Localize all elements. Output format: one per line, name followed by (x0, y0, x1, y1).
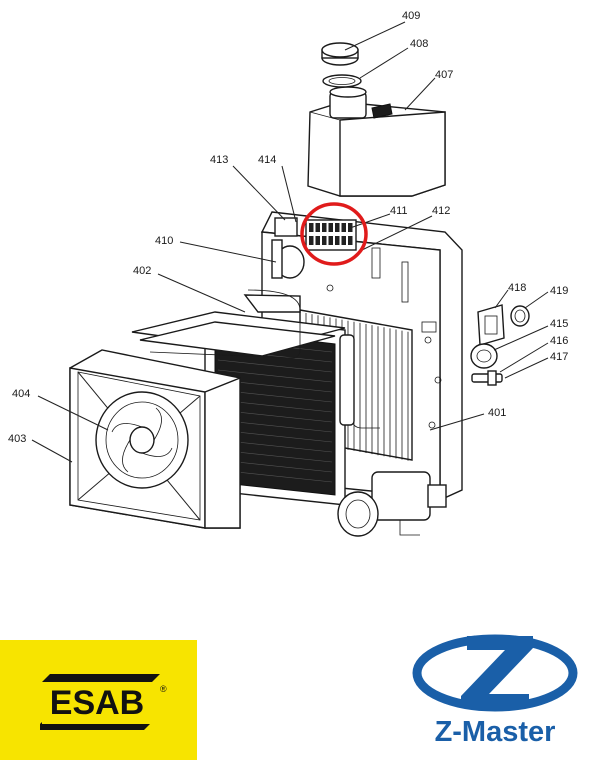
terminal-pin (335, 223, 340, 232)
callout-412: 412 (432, 205, 450, 217)
cover-plate-part (477, 304, 505, 346)
terminal-pin (322, 223, 327, 232)
zmaster-logo: Z-Master (405, 628, 595, 756)
terminal-pin (315, 223, 320, 232)
esab-logo: ESAB ® (0, 640, 197, 760)
callout-404: 404 (12, 388, 30, 400)
callout-417: 417 (550, 351, 568, 363)
callout-403: 403 (8, 433, 26, 445)
terminal-pin (328, 223, 333, 232)
leader-lines (31, 21, 549, 463)
core-fin-line (217, 369, 333, 383)
terminal-pin (341, 223, 346, 232)
esab-stripes-icon (40, 674, 160, 730)
terminal-pin (341, 236, 346, 245)
callout-408: 408 (410, 38, 428, 50)
terminal-pin (348, 236, 353, 245)
registered-mark: ® (160, 684, 167, 694)
callout-419: 419 (550, 285, 568, 297)
callout-402: 402 (133, 265, 151, 277)
core-fin-line (217, 359, 333, 373)
callout-410: 410 (155, 235, 173, 247)
terminal-pin (328, 236, 333, 245)
fan-blade-part (95, 391, 189, 489)
callout-411: 411 (390, 205, 408, 217)
seal-ring-part (322, 74, 362, 88)
terminal-pin (315, 236, 320, 245)
terminal-pin (322, 236, 327, 245)
callout-415: 415 (550, 318, 568, 330)
esab-wordmark: ESAB (42, 682, 152, 724)
callout-409: 409 (402, 10, 420, 22)
terminal-pin (309, 236, 314, 245)
callout-416: 416 (550, 335, 568, 347)
callout-401: 401 (488, 407, 506, 419)
zmaster-wordmark: Z-Master (434, 716, 556, 748)
terminal-pin (309, 223, 314, 232)
callout-414: 414 (258, 154, 276, 166)
filler-cap-part (321, 42, 359, 66)
radiator-frame-part (131, 289, 380, 429)
callout-418: 418 (508, 282, 526, 294)
reservoir-tank-part (307, 86, 446, 197)
terminal-pin (335, 236, 340, 245)
exploded-parts-diagram: 409 408 407 413 414 411 412 410 402 418 … (8, 10, 568, 537)
callout-407: 407 (435, 69, 453, 81)
highlight-circle (300, 202, 368, 266)
pump-motor-part (337, 471, 447, 537)
zmaster-emblem-icon (412, 634, 578, 712)
plug-part (510, 305, 530, 327)
callout-413: 413 (210, 154, 228, 166)
coupling-part (470, 343, 498, 369)
nipple-fitting-part (471, 370, 503, 386)
